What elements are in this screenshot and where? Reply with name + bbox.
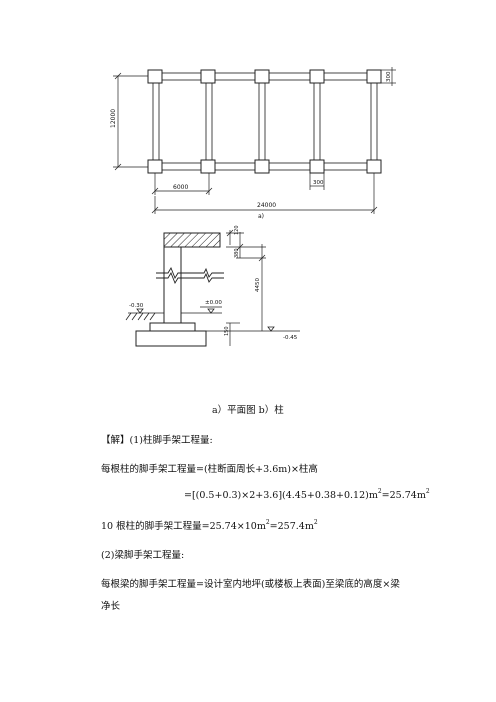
footing (135, 322, 207, 347)
plan-columns (147, 69, 382, 174)
dim-col-a-label: 300 (386, 71, 392, 82)
formula-line-3-result: =257.4m (269, 521, 314, 532)
plan-view: 12000 300 6000 30 (110, 67, 396, 220)
dim-col-a (381, 67, 396, 86)
dim-beam-label: 380 (234, 248, 240, 258)
formula-line-2-expr: =[(0.5+0.3)×2+3.6](4.45+0.38+0.12)m (184, 490, 378, 501)
dim-chain (226, 229, 266, 346)
dim-base-label: 150 (224, 326, 230, 336)
dim-overall-label: 24000 (257, 202, 276, 209)
formula-line-2: =[(0.5+0.3)×2+3.6](4.45+0.38+0.12)m2=25.… (184, 488, 430, 502)
formula-line-6: 净长 (101, 601, 121, 612)
dim-bay (151, 173, 213, 195)
level-right: -0.45 (283, 335, 298, 341)
solution-heading: 【解】(1)柱脚手架工程量: (101, 435, 213, 446)
dim-bay-label: 6000 (173, 184, 188, 191)
dim-top-label: 120 (234, 225, 240, 235)
level-left: -0.30 (129, 303, 144, 309)
formula-line-3-expr: 10 根柱的脚手架工程量=25.74×10m (101, 521, 266, 532)
dim-col-b-label: 300 (313, 180, 324, 186)
figure-caption: a）平面图 b）柱 (212, 405, 284, 416)
dim-overall (151, 173, 378, 214)
dim-depth-label: 12000 (110, 109, 117, 128)
formula-line-5: 每根梁的脚手架工程量=设计室内地坪(或楼板上表面)至梁底的高度×梁 (101, 579, 400, 590)
formula-line-3: 10 根柱的脚手架工程量=25.74×10m2=257.4m2 (101, 519, 318, 533)
plan-beams (152, 72, 381, 171)
formula-line-1: 每根柱的脚手架工程量=(柱断面周长+3.6m)×柱高 (101, 464, 318, 475)
level-zero: ±0.00 (205, 300, 222, 306)
formula-line-2-result: =25.74m (381, 490, 426, 501)
column-section: -0.30 ±0.00 -0.45 120 380 4450 150 b (125, 225, 300, 347)
beam-section (163, 232, 221, 248)
plan-label: a) (258, 213, 264, 220)
dim-col-b (309, 173, 325, 190)
structural-figure: 12000 300 6000 30 (110, 67, 396, 347)
beam-heading: (2)梁脚手架工程量: (101, 550, 185, 561)
dim-depth (113, 72, 148, 171)
dim-height-label: 4450 (255, 278, 261, 292)
